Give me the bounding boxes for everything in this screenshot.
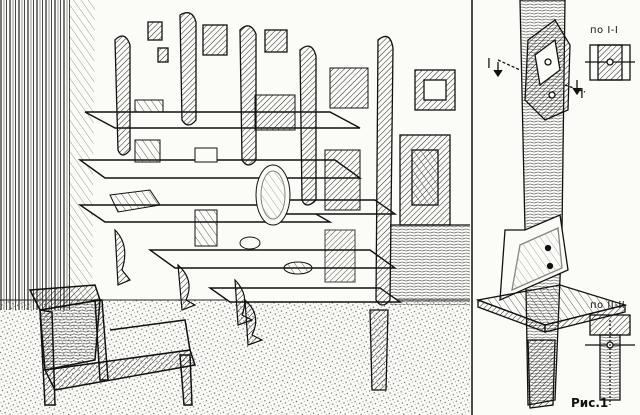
- figure-label: Рис.1: [571, 396, 609, 410]
- section-1-detail: [585, 44, 635, 81]
- room-scene: [0, 0, 470, 415]
- wall-pictures: [147, 21, 456, 226]
- section-2-label: по II-II: [590, 300, 626, 311]
- section-2-detail: [585, 314, 635, 405]
- wall-panel: [390, 225, 470, 305]
- cut-mark-left: I: [487, 57, 491, 72]
- chair: [28, 284, 196, 406]
- shelf-items: [109, 67, 369, 283]
- shelf-brackets: [114, 228, 264, 346]
- curtain-left: [0, 0, 70, 310]
- detail-drawing: [473, 0, 640, 415]
- cut-mark-right: I: [580, 87, 584, 102]
- shelf-posts: [114, 12, 394, 391]
- section-1-label: по I-I: [590, 25, 619, 36]
